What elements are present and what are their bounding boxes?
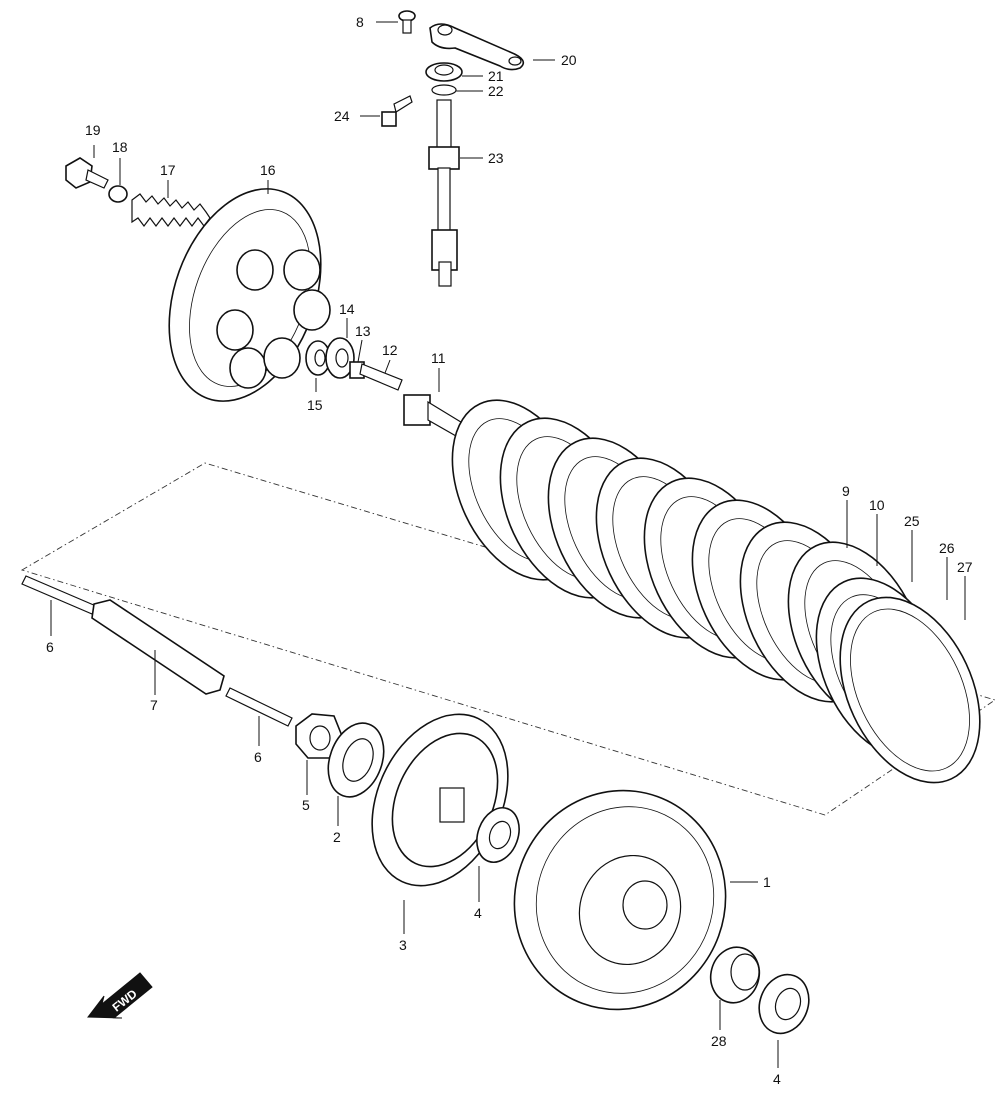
callout-4-upper: 4 (474, 905, 482, 921)
callout-17: 17 (160, 162, 176, 178)
callout-16: 16 (260, 162, 276, 178)
callout-24: 24 (334, 108, 350, 124)
callout-13: 13 (355, 323, 371, 339)
callout-5: 5 (302, 797, 310, 813)
part-1-clutch-housing (513, 789, 727, 1011)
part-18-collar (108, 185, 128, 203)
callout-7: 7 (150, 697, 158, 713)
part-8-screw (398, 10, 416, 34)
part-4-washer-upper (476, 807, 520, 863)
part-3-clutch-center (371, 713, 509, 887)
callout-20: 20 (561, 52, 577, 68)
clutch-plate-stack (451, 399, 981, 784)
part-24-bolt (381, 95, 413, 127)
callout-27: 27 (957, 559, 973, 575)
callout-26: 26 (939, 540, 955, 556)
part-17-spring (131, 193, 211, 227)
callout-14: 14 (339, 301, 355, 317)
part-2-lock-washer (327, 722, 385, 798)
callout-4-lower: 4 (773, 1071, 781, 1087)
assembly-boundary (20, 462, 997, 816)
part-6-pin-lower (225, 687, 293, 727)
part-15-washer (305, 340, 331, 376)
part-23-lifter-shaft (428, 99, 460, 287)
callout-22: 22 (488, 83, 504, 99)
callout-18: 18 (112, 139, 128, 155)
part-5-nut (295, 713, 343, 759)
part-4-washer-lower (758, 973, 810, 1035)
callout-2: 2 (333, 829, 341, 845)
callout-6-left: 6 (46, 639, 54, 655)
callout-23: 23 (488, 150, 504, 166)
callout-12: 12 (382, 342, 398, 358)
leader-lines (50, 21, 966, 1068)
part-21-oil-seal (425, 62, 463, 82)
callout-6-right: 6 (254, 749, 262, 765)
callout-19: 19 (85, 122, 101, 138)
callout-3: 3 (399, 937, 407, 953)
part-20-lifter-arm (429, 23, 525, 71)
callout-25: 25 (904, 513, 920, 529)
part-7-rod (91, 599, 225, 695)
part-12-push-rod (359, 363, 403, 391)
part-16-pressure-plate (168, 188, 331, 402)
part-19-bolt (65, 157, 109, 189)
callout-1: 1 (763, 874, 771, 890)
callout-9: 9 (842, 483, 850, 499)
part-22-washer (431, 84, 457, 96)
callout-10: 10 (869, 497, 885, 513)
part-28-bushing (709, 946, 761, 1004)
callout-11: 11 (431, 350, 446, 366)
fwd-arrow-icon: FWD (87, 972, 153, 1019)
callout-8: 8 (356, 14, 364, 30)
callout-28: 28 (711, 1033, 727, 1049)
callout-15: 15 (307, 397, 323, 413)
part-14-bearing (325, 337, 355, 379)
callout-21: 21 (488, 68, 504, 84)
